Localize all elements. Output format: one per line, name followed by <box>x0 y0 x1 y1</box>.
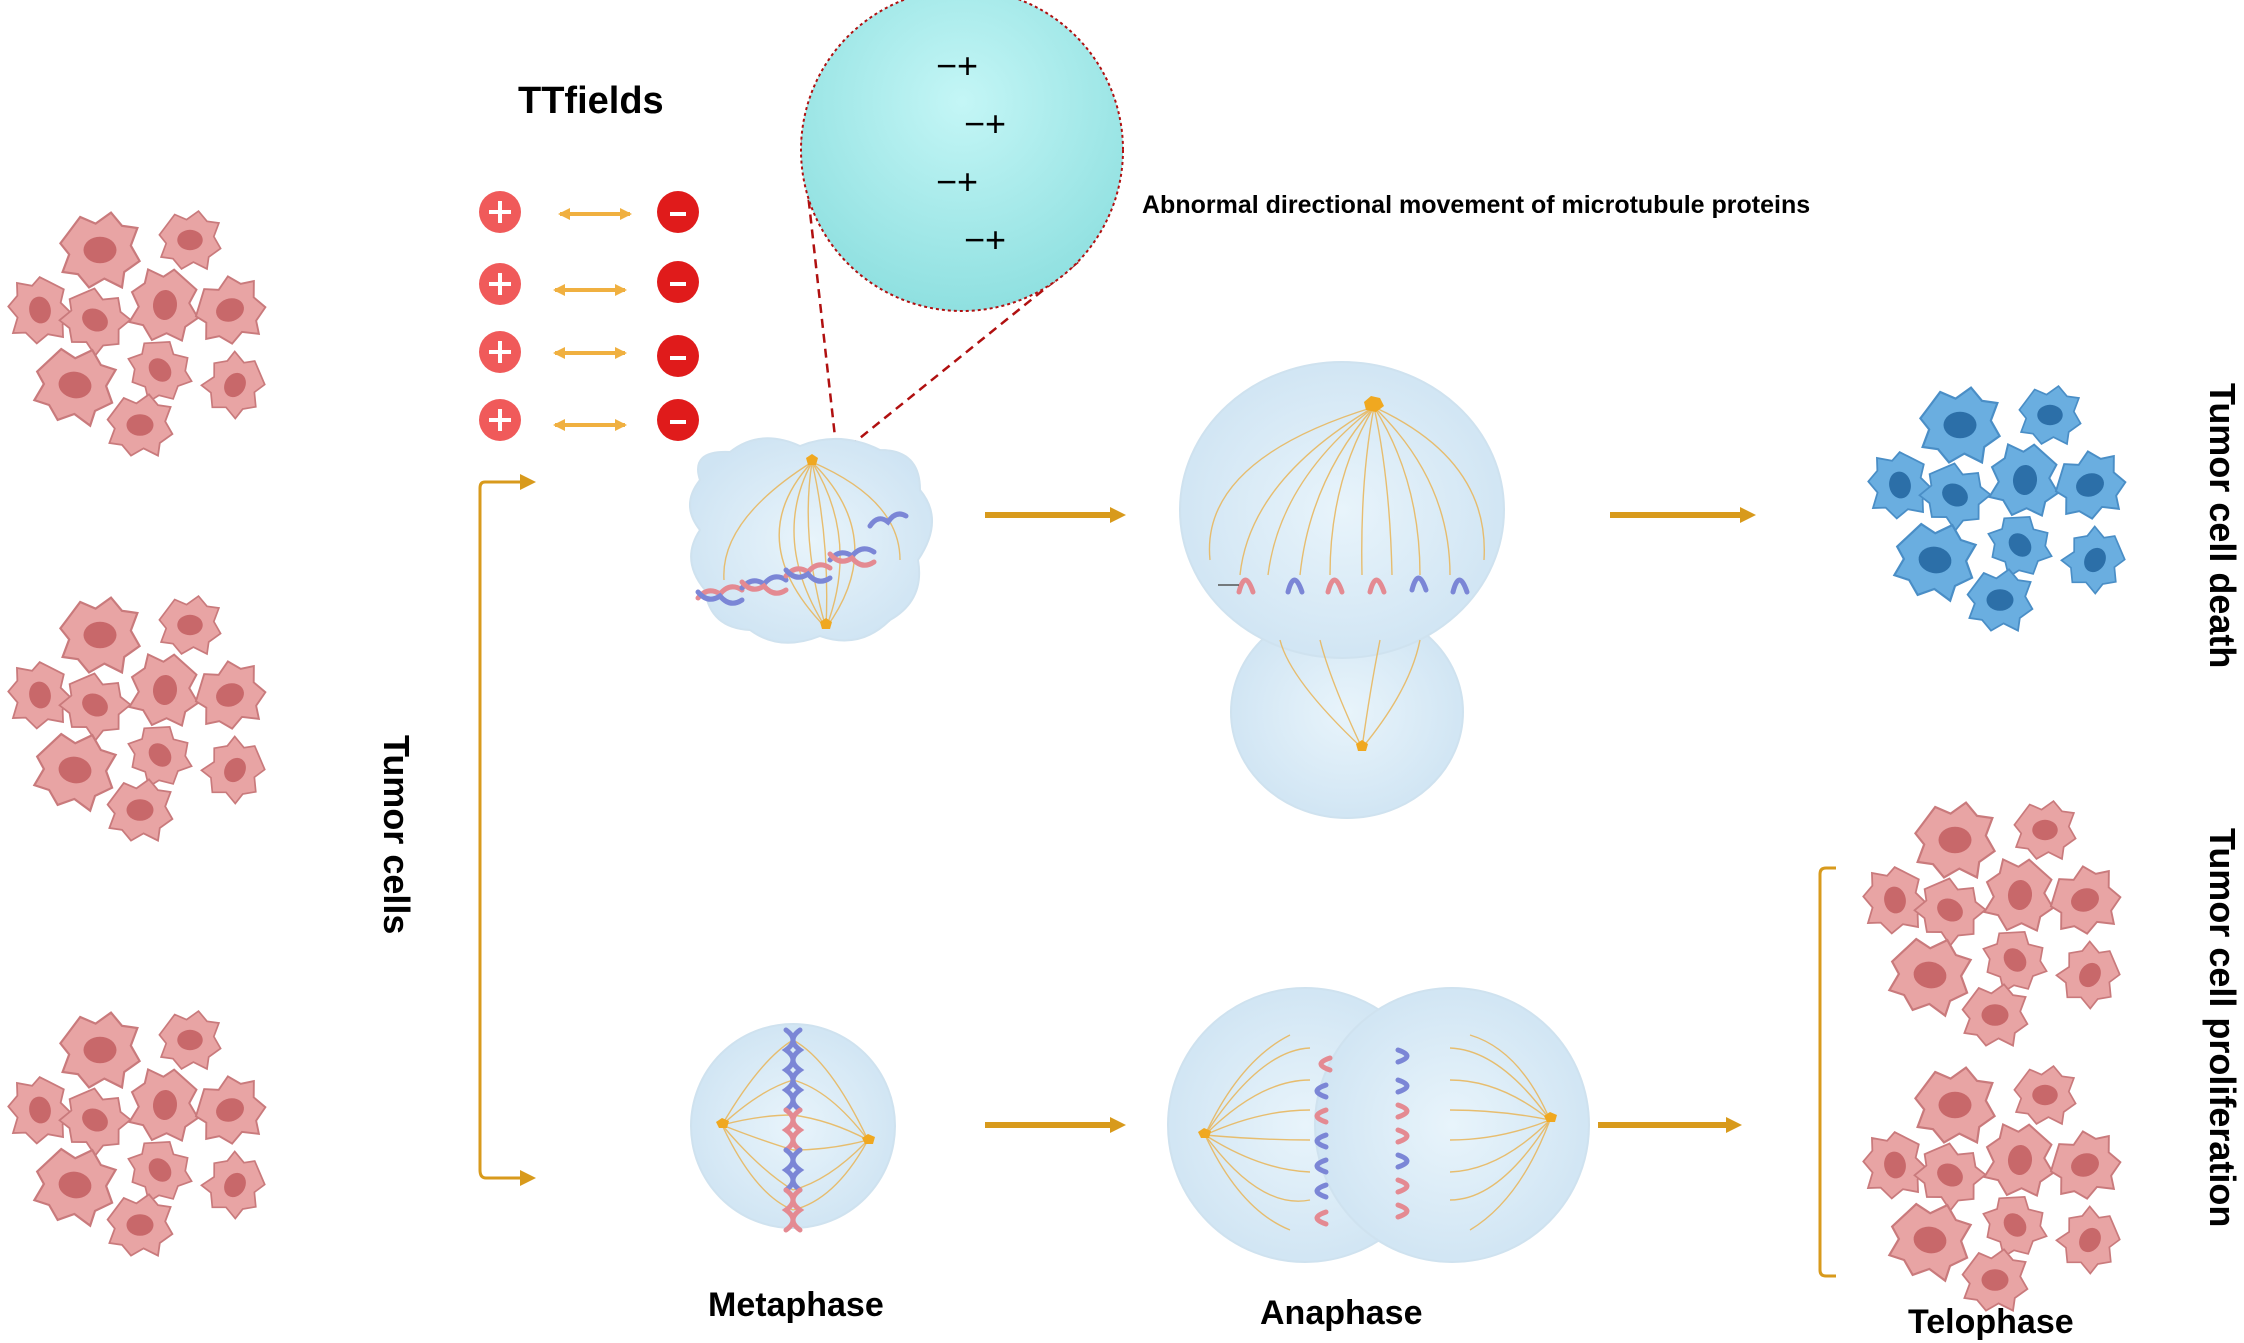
normal-metaphase-cell <box>690 1023 896 1233</box>
tumor-cell-cluster-top <box>3 210 277 457</box>
centrosome <box>862 1134 875 1144</box>
centrosome <box>1364 396 1384 412</box>
plus-badge <box>479 263 521 305</box>
callout-text: Abnormal directional movement of microtu… <box>1142 191 1811 219</box>
normal-anaphase-cell <box>1167 987 1590 1263</box>
centrosome <box>1198 1128 1211 1138</box>
centrosome <box>1356 740 1368 751</box>
branch-arrowhead-bottom <box>520 1170 536 1186</box>
zoom-charge-pair: −+ <box>964 219 1007 260</box>
telophase-label: Telophase <box>1908 1303 2074 1341</box>
centrosome <box>806 454 818 465</box>
branch-arrowhead-top <box>520 474 536 490</box>
anaphase-label: Anaphase <box>1260 1294 1423 1332</box>
abnormal-anaphase-cell <box>1179 361 1505 819</box>
proliferating-cluster-bottom <box>1858 1065 2132 1312</box>
dead-tumor-cell-cluster <box>1863 385 2137 632</box>
zoom-bubble <box>800 0 1124 312</box>
scattered-chromosomes <box>695 511 909 606</box>
centrosome <box>716 1118 729 1128</box>
tumor-cell-death-label: Tumor cell death <box>2202 383 2243 669</box>
disrupted-metaphase-cell <box>689 437 933 644</box>
plus-badge <box>479 191 521 233</box>
zoom-charge-pair: −+ <box>936 161 979 202</box>
proliferating-cluster-top <box>1858 800 2132 1047</box>
tumor-cell-proliferation-label: Tumor cell proliferation <box>2202 828 2243 1228</box>
minus-badge <box>657 399 699 441</box>
zoom-charge-pair: −+ <box>936 45 979 86</box>
branch-bracket <box>478 480 532 1180</box>
ttfields-charges <box>479 191 699 441</box>
plus-badge <box>479 331 521 373</box>
tumor-cell-cluster-bottom <box>3 1010 277 1257</box>
segregating-chromosomes <box>1314 1047 1410 1227</box>
minus-badge <box>657 191 699 233</box>
aligned-chromosomes <box>781 1027 805 1233</box>
ttfields-title: TTfields <box>518 80 664 122</box>
tumor-cell-cluster-middle <box>3 595 277 842</box>
process-arrows <box>985 512 1742 1128</box>
metaphase-label: Metaphase <box>708 1286 884 1324</box>
zoom-charge-pair: −+ <box>964 103 1007 144</box>
centrosome <box>820 618 832 629</box>
minus-badge <box>657 261 699 303</box>
tumor-cells-label: Tumor cells <box>376 735 417 935</box>
separated-chromosomes <box>1236 575 1470 595</box>
telophase-bracket <box>1818 866 1836 1278</box>
minus-badge <box>657 335 699 377</box>
centrosome <box>1544 1112 1557 1122</box>
plus-badge <box>479 399 521 441</box>
